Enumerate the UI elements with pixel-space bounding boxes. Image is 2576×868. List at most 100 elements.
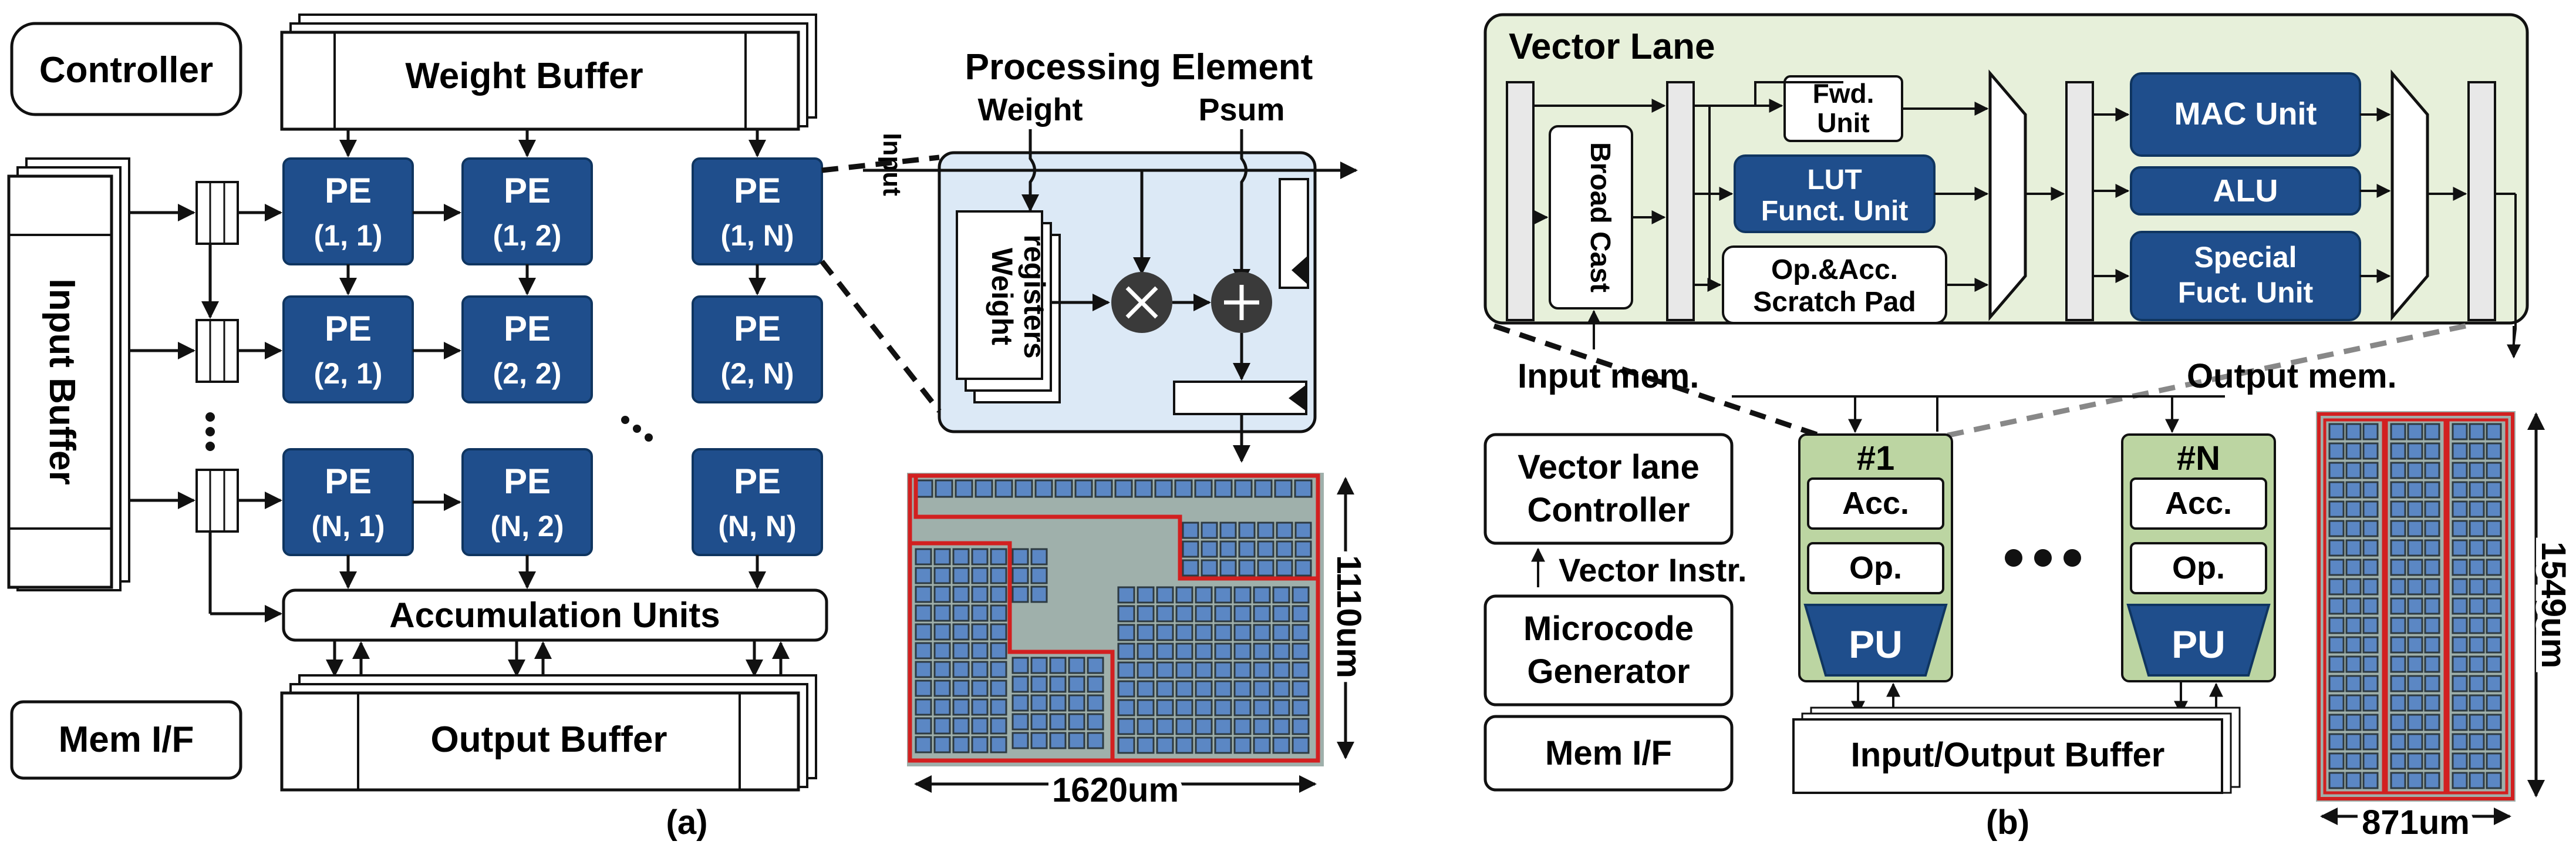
output-buffer-label: Output Buffer	[431, 719, 667, 760]
die-cell	[2390, 462, 2406, 479]
die-cell	[1292, 680, 1310, 698]
die-a-height-label: 1110um	[1330, 555, 1368, 678]
die-cell	[2486, 694, 2502, 712]
die-cell	[2469, 636, 2485, 654]
die-cell	[971, 623, 989, 641]
die-cell	[1294, 559, 1312, 577]
die-cell	[1214, 624, 1232, 641]
die-cell	[971, 679, 989, 697]
die-cell	[2390, 714, 2406, 731]
die-cell	[2424, 423, 2440, 440]
pe-2-n: PE (2, N)	[692, 295, 823, 403]
die-cell	[1276, 522, 1293, 539]
die-cell	[2469, 539, 2485, 557]
die-cell	[1238, 522, 1256, 539]
die-cell	[1233, 586, 1252, 604]
die-cell	[1272, 605, 1290, 623]
die-cell	[1276, 559, 1293, 577]
controller-block: Controller	[10, 22, 242, 116]
die-cell	[2486, 617, 2502, 634]
die-cell	[2424, 539, 2440, 557]
die-cell	[2328, 539, 2345, 557]
die-cell	[2328, 617, 2345, 634]
die-cell	[1137, 661, 1155, 679]
die-cell	[1214, 718, 1232, 735]
die-cell	[1214, 736, 1232, 754]
die-cell	[2328, 752, 2345, 770]
die-cell	[955, 479, 973, 498]
die-cell	[2362, 675, 2379, 692]
die-cell	[1114, 479, 1133, 498]
die-cell	[990, 586, 1007, 603]
lane-n-pu: PU	[2172, 623, 2226, 666]
die-cell	[1195, 699, 1213, 716]
die-cell	[2407, 752, 2423, 770]
die-cell	[1030, 675, 1048, 693]
die-cell	[1219, 559, 1237, 577]
microcode-line2: Generator	[1527, 652, 1690, 691]
die-cell	[933, 586, 951, 603]
die-cell	[2362, 655, 2379, 673]
die-cell	[952, 604, 970, 622]
die-cell	[2486, 539, 2502, 557]
die-cell	[2469, 752, 2485, 770]
die-cell	[2469, 578, 2485, 596]
die-cell	[2452, 520, 2468, 537]
die-cell	[1030, 732, 1048, 749]
die-cell	[2390, 442, 2406, 460]
die-cell	[1195, 605, 1213, 623]
die-cell	[2407, 675, 2423, 692]
die-cell	[2345, 423, 2362, 440]
die-cell	[952, 642, 970, 660]
die-cell	[1011, 586, 1029, 603]
pe-index: (N, N)	[718, 510, 796, 543]
die-cell	[1137, 624, 1155, 641]
die-cell	[1294, 540, 1312, 558]
vector-lane: Vector Lane Broad Cast Fwd. Unit LUT Fun…	[1483, 13, 2529, 359]
die-cell	[1011, 548, 1029, 566]
die-cell	[933, 604, 951, 622]
die-cell	[1137, 680, 1155, 698]
die-cell	[2390, 752, 2406, 770]
die-cell	[1292, 661, 1310, 679]
die-cell	[1253, 718, 1271, 735]
die-cell	[2390, 539, 2406, 557]
die-cell	[990, 604, 1007, 622]
die-cell	[2452, 539, 2468, 557]
die-cell	[1175, 736, 1193, 754]
die-cell	[2486, 733, 2502, 751]
die-cell	[1214, 661, 1232, 679]
weight-buffer-label: Weight Buffer	[405, 56, 643, 96]
die-cell	[2407, 694, 2423, 712]
processing-element-title: Processing Element	[965, 47, 1313, 88]
die-cell	[2407, 714, 2423, 731]
lane-1-label: #1	[1857, 439, 1895, 477]
weight-buffer: Weight Buffer	[280, 14, 817, 131]
die-cell	[2362, 539, 2379, 557]
die-cell	[2452, 675, 2468, 692]
lane-1: #1 Acc. Op. PU	[1798, 433, 1953, 682]
die-cell	[2345, 442, 2362, 460]
die-cell	[2424, 442, 2440, 460]
die-cell	[2362, 578, 2379, 596]
die-cell	[2345, 500, 2362, 518]
die-cell	[952, 717, 970, 735]
die-cell	[2469, 520, 2485, 537]
die-cell	[2328, 578, 2345, 596]
die-cell	[1276, 540, 1293, 558]
die-cell	[2362, 772, 2379, 789]
pe-n-1: PE (N, 1)	[282, 448, 414, 556]
die-cell	[2452, 733, 2468, 751]
die-cell	[2328, 733, 2345, 751]
die-cell	[1175, 624, 1193, 641]
die-cell	[2345, 714, 2362, 731]
die-cell	[1233, 605, 1252, 623]
lane-1-pu: PU	[1849, 623, 1903, 666]
die-cell	[1068, 657, 1085, 674]
microcode-line1: Microcode	[1523, 610, 1694, 648]
die-cell	[1214, 479, 1233, 498]
die-cell	[915, 679, 932, 697]
weight-registers-line1: Weight	[986, 248, 1019, 345]
die-cell	[1294, 522, 1312, 539]
die-cell	[2424, 500, 2440, 518]
